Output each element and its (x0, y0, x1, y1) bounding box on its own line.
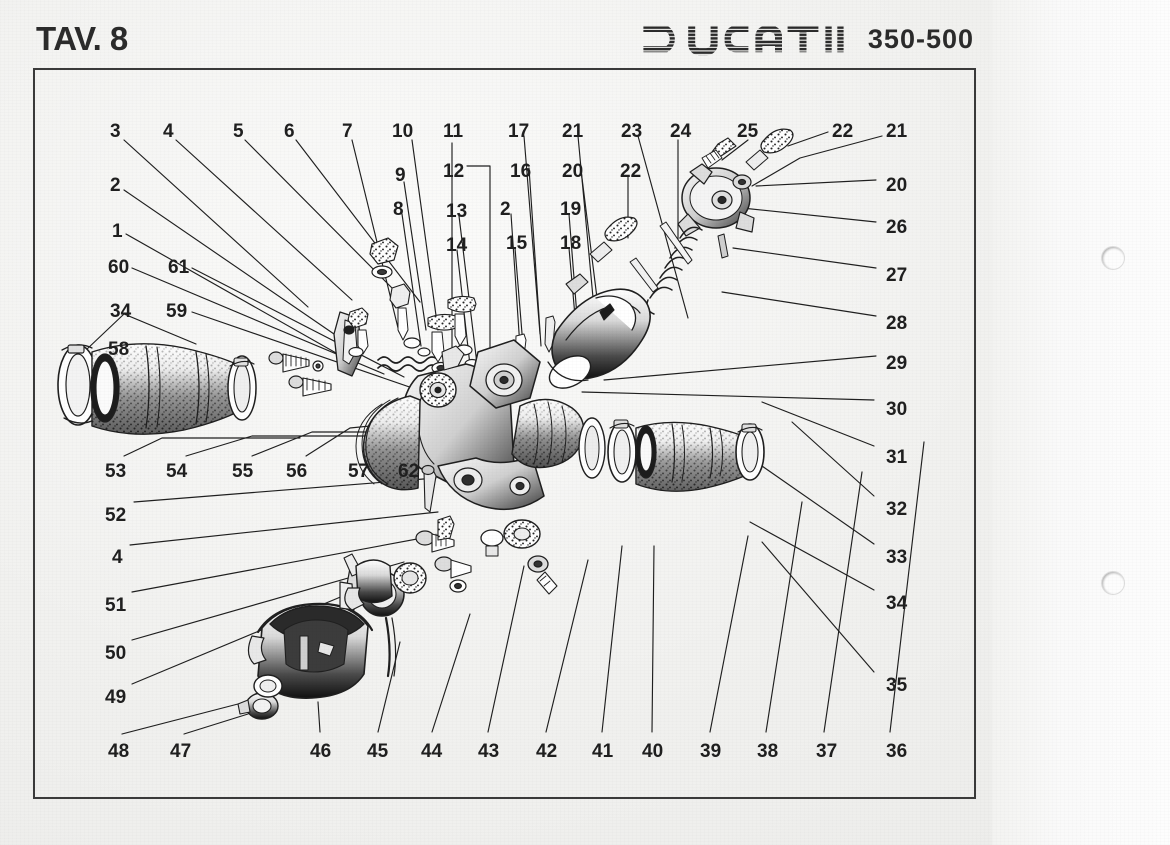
callout-16: 16 (510, 161, 532, 182)
callout-17: 17 (508, 121, 530, 142)
diagram-frame (33, 68, 976, 799)
callout-15: 15 (506, 233, 528, 254)
callout-37: 37 (816, 741, 838, 762)
callout-51: 51 (105, 595, 127, 616)
ducati-wordmark-logo (643, 25, 844, 56)
brand-header: 350-500 (642, 22, 974, 56)
callout-49: 49 (105, 687, 127, 708)
callout-39: 39 (700, 741, 722, 762)
callout-7: 7 (342, 121, 353, 142)
callout-23: 23 (621, 121, 643, 142)
callout-11: 11 (443, 121, 464, 142)
callout-54: 54 (166, 461, 188, 482)
callout-50: 50 (105, 643, 127, 664)
callout-14: 14 (446, 235, 468, 256)
callout-47: 47 (170, 741, 192, 762)
callout-45: 45 (367, 741, 389, 762)
binder-hole-upper (1102, 247, 1124, 269)
callout-28: 28 (886, 313, 908, 334)
callout-57: 57 (348, 461, 370, 482)
callout-58: 58 (108, 339, 130, 360)
callout-41: 41 (592, 741, 614, 762)
callout-4: 4 (163, 121, 174, 142)
callout-40: 40 (642, 741, 664, 762)
callout-32: 32 (886, 499, 908, 520)
binder-hole-lower (1102, 572, 1124, 594)
callout-2-left: 2 (110, 175, 121, 196)
callout-27: 27 (886, 265, 908, 286)
callout-42: 42 (536, 741, 558, 762)
callout-56: 56 (286, 461, 308, 482)
callout-19: 19 (560, 199, 582, 220)
callout-33: 33 (886, 547, 908, 568)
callout-29: 29 (886, 353, 908, 374)
callout-1: 1 (112, 221, 123, 242)
callout-44: 44 (421, 741, 443, 762)
page-right-margin (992, 0, 1170, 845)
callout-22-topright: 22 (832, 121, 854, 142)
callout-34-right: 34 (886, 593, 908, 614)
callout-59: 59 (166, 301, 188, 322)
callout-26: 26 (886, 217, 908, 238)
callout-3: 3 (110, 121, 121, 142)
callout-55: 55 (232, 461, 254, 482)
callout-38: 38 (757, 741, 779, 762)
callout-61: 61 (168, 257, 190, 278)
model-numbers: 350-500 (867, 23, 974, 54)
callout-46: 46 (310, 741, 332, 762)
callout-13: 13 (446, 201, 468, 222)
callout-20-mid: 20 (562, 161, 584, 182)
callout-35: 35 (886, 675, 908, 696)
callout-53: 53 (105, 461, 127, 482)
callout-31: 31 (886, 447, 908, 468)
callout-21-top: 21 (562, 121, 584, 142)
callout-6: 6 (284, 121, 295, 142)
callout-60: 60 (108, 257, 130, 278)
callout-10: 10 (392, 121, 414, 142)
callout-48: 48 (108, 741, 130, 762)
callout-24: 24 (670, 121, 692, 142)
callout-21-right: 21 (886, 121, 908, 142)
callout-2-mid: 2 (500, 199, 511, 220)
callout-52: 52 (105, 505, 127, 526)
callout-4-left: 4 (112, 547, 123, 568)
page-title: TAV. 8 (36, 20, 128, 57)
callout-18: 18 (560, 233, 582, 254)
callout-30: 30 (886, 399, 908, 420)
callout-9: 9 (395, 165, 406, 186)
callout-8: 8 (393, 199, 404, 220)
callout-43: 43 (478, 741, 500, 762)
callout-25: 25 (737, 121, 759, 142)
callout-36: 36 (886, 741, 908, 762)
callout-12: 12 (443, 161, 465, 182)
callout-20-right: 20 (886, 175, 908, 196)
callout-5: 5 (233, 121, 244, 142)
callout-62: 62 (398, 461, 420, 482)
callout-34-left: 34 (110, 301, 132, 322)
callout-22-mid: 22 (620, 161, 642, 182)
